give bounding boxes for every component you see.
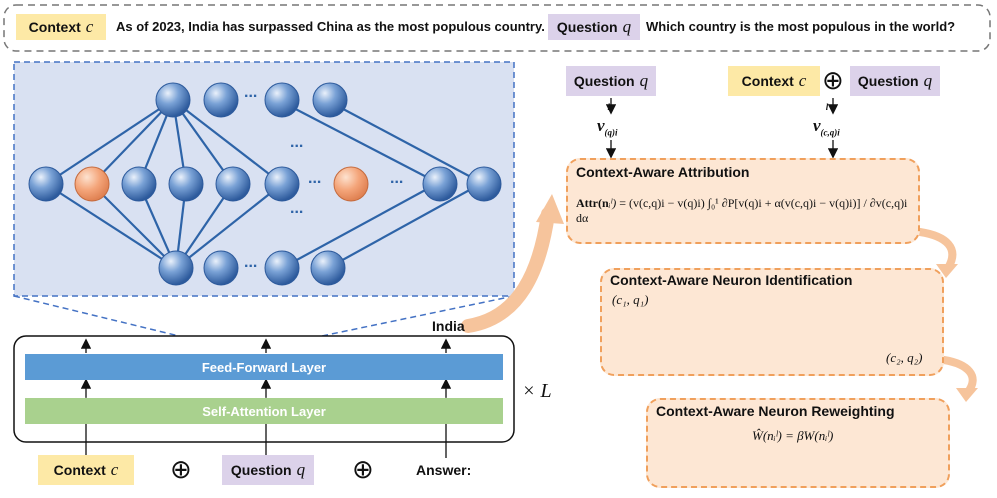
context-tag-label: Context [28, 19, 81, 35]
attr-context-label: Context [741, 73, 794, 89]
repeat-layers-label: × L [522, 380, 552, 402]
vector-q-sup: l [607, 102, 611, 113]
attr-plus-icon: ⊕ [822, 66, 844, 96]
transformer-block [13, 335, 515, 443]
reweighting-box [646, 398, 950, 488]
attr-question-var: q [639, 71, 649, 90]
attr-question-var-2: q [923, 71, 933, 90]
projection-line-right [244, 295, 515, 353]
attribution-formula: Attr(nᵢˡ) = (v(c,q)i − v(q)i) ∫₀¹ ∂P[v(q… [576, 196, 908, 225]
identification-box [600, 268, 944, 376]
reweighting-title: Context-Aware Neuron Reweighting [656, 403, 895, 419]
attr-context-var: c [798, 71, 807, 90]
attribution-title: Context-Aware Attribution [576, 164, 750, 180]
context-var: c [85, 17, 94, 36]
attr-question-label-2: Question [857, 73, 919, 89]
identification-to-reweighting-arrow [940, 356, 977, 396]
output-token-india: India [432, 318, 465, 334]
top-context-frame [3, 4, 991, 52]
vector-cq-sub: (c,q)i [820, 127, 840, 138]
attribution-box [566, 158, 920, 244]
attribution-formula-rhs: = (v(c,q)i − v(q)i) ∫₀¹ ∂P[v(q)i + α(v(c… [576, 196, 908, 225]
network-neurons [28, 82, 502, 286]
feed-forward-layer: Feed-Forward Layer [25, 354, 503, 380]
self-attention-layer: Self-Attention Layer [25, 398, 503, 424]
vector-q: v(q)i l [597, 102, 620, 138]
lower-mid-ellipsis: ... [290, 200, 304, 217]
plus-icon: ⊕ [170, 455, 192, 485]
plus-icon-2: ⊕ [352, 455, 374, 485]
question-var: q [622, 17, 632, 36]
attribution-to-identification-arrow [916, 228, 957, 272]
identification-title: Context-Aware Neuron Identification [610, 272, 853, 288]
attribution-input-arrows [605, 98, 839, 159]
vector-q-sub: (q)i [604, 127, 618, 138]
vector-q-symbol: v [597, 116, 605, 135]
upper-mid-ellipsis: ... [290, 134, 304, 151]
attr-question-label: Question [573, 73, 635, 89]
vector-cq-sup: l [825, 102, 829, 113]
input-question-var: q [296, 460, 306, 479]
attribution-formula-lhs: Attr(n [576, 196, 609, 210]
reweighting-formula: Ŵ(nᵢˡ) = βW(nᵢˡ) [752, 428, 834, 443]
mid-row-ellipsis: ... [308, 170, 322, 187]
answer-label: Answer: [416, 462, 472, 478]
top-row-ellipsis: ... [244, 84, 258, 101]
context-text: As of 2023, India has surpassed China as… [116, 19, 545, 34]
set2-label: (c₂, q₂) [886, 350, 923, 365]
vector-cq: v(c,q)i l [813, 102, 842, 138]
bottom-row-ellipsis: ... [244, 254, 258, 271]
question-tag-label: Question [556, 19, 618, 35]
india-to-attribution-arrow [461, 207, 555, 333]
vector-cq-symbol: v [813, 116, 821, 135]
set1-label: (c₁, q₁) [612, 292, 649, 307]
input-context-var: c [110, 460, 119, 479]
input-question-label: Question [230, 462, 292, 478]
mid-row-ellipsis-2: ... [390, 170, 404, 187]
input-context-label: Context [53, 462, 106, 478]
question-text: Which country is the most populous in th… [646, 19, 956, 34]
